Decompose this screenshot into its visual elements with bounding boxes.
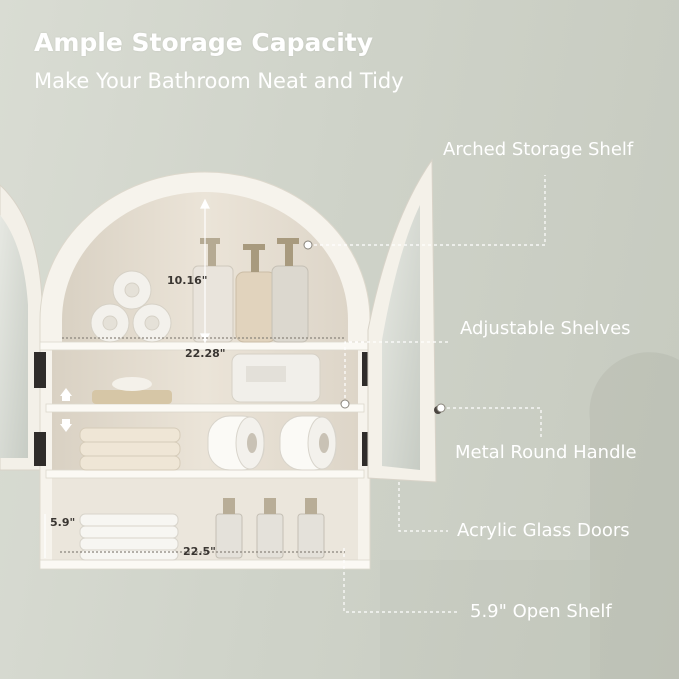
- callout-lines: [308, 175, 546, 613]
- dimension-lines: [44, 198, 345, 558]
- headline: Ample Storage Capacity: [34, 28, 374, 57]
- dimension-open-shelf-height: 5.9": [50, 516, 76, 529]
- pump-bottles: [192, 238, 309, 343]
- perfume-bottles: [215, 498, 325, 559]
- callout-dots: [303, 240, 446, 413]
- bottom-towels: [79, 513, 179, 561]
- dimension-top-width: 22.28": [185, 347, 226, 360]
- right-door: [367, 158, 442, 483]
- adjust-arrows: [60, 388, 72, 432]
- subheadline: Make Your Bathroom Neat and Tidy: [34, 69, 404, 93]
- toilet-paper-rolls: [207, 415, 337, 471]
- dimension-arch-height: 10.16": [167, 274, 208, 287]
- left-door: [0, 184, 43, 471]
- feature-arched-shelf: Arched Storage Shelf: [443, 139, 634, 160]
- wipes-pack: [231, 353, 321, 403]
- feature-acrylic-doors: Acrylic Glass Doors: [457, 520, 630, 541]
- rolled-towels: [90, 270, 172, 343]
- dimension-bottom-width: 22.5": [183, 545, 216, 558]
- wall-shadow: [380, 352, 679, 679]
- cabinet-body: [34, 171, 374, 570]
- folded-towels: [79, 427, 181, 471]
- feature-open-shelf: 5.9" Open Shelf: [470, 601, 612, 622]
- feature-adjustable-shelves: Adjustable Shelves: [460, 318, 631, 339]
- feature-metal-handle: Metal Round Handle: [455, 442, 637, 463]
- soap-dish: [92, 377, 172, 404]
